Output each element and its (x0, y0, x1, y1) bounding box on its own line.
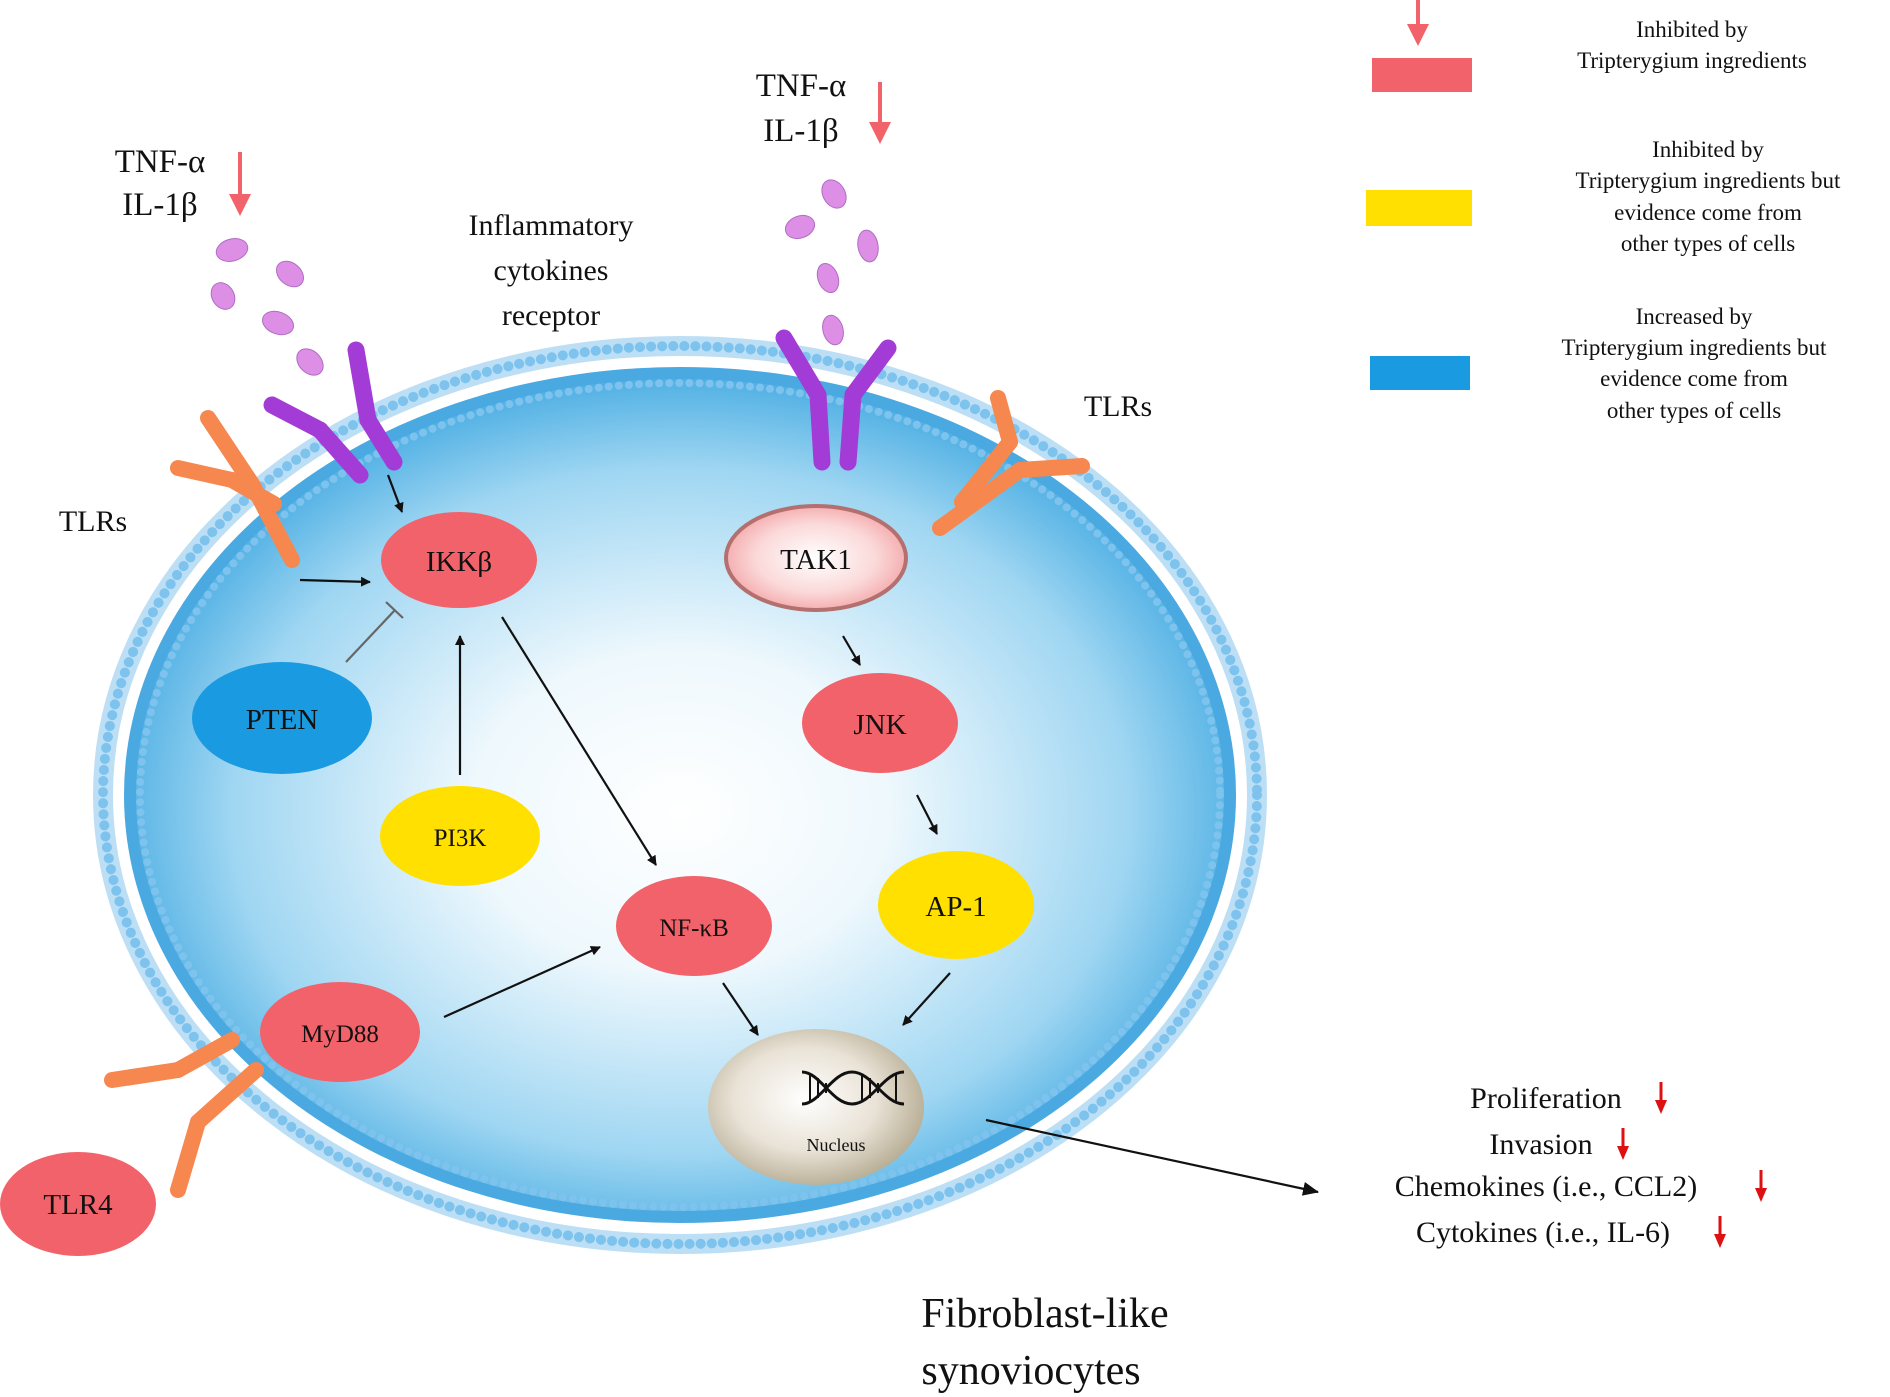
ligand-left-line1: TNF-α (115, 144, 206, 180)
arrow-receptor-ikkb (386, 474, 404, 513)
legend-yellow-line2: Tripterygium ingredients but (1576, 168, 1842, 193)
tlr-receptor-left (170, 410, 300, 568)
node-ap1: AP-1 (878, 851, 1034, 959)
membrane-beads-outer (98, 341, 1262, 1249)
cell-type-line1: Fibroblast-like (921, 1291, 1168, 1337)
node-myd88-label: MyD88 (301, 1021, 379, 1048)
legend-swatch-inhibited-other (1366, 190, 1472, 226)
node-nfkb-label: NF-κB (659, 915, 729, 942)
node-ap1-label: AP-1 (925, 891, 986, 923)
legend-swatch-increased (1370, 356, 1470, 390)
node-pi3k-label: PI3K (434, 825, 487, 852)
membrane-beads-inner (136, 379, 1224, 1211)
cytokine-receptor-right (775, 329, 897, 471)
receptor-label-line2: cytokines (494, 254, 609, 287)
nucleus: Nucleus (708, 1029, 924, 1185)
ligand-right-line2: IL-1β (763, 113, 838, 149)
tlrs-label-right: TLRs (1084, 390, 1152, 423)
arrow-tlr-ikkb (299, 576, 371, 587)
tlrs-label-left: TLRs (59, 505, 127, 538)
node-pten-label: PTEN (246, 704, 319, 736)
ligand-label-left: TNF-α IL-1β (115, 144, 251, 223)
cell (93, 336, 1267, 1254)
ligand-right-line1: TNF-α (756, 68, 847, 104)
cytokine-particles-left (210, 238, 324, 376)
receptor-label: Inflammatory cytokines receptor (469, 209, 634, 332)
legend-blue-line3: evidence come from (1600, 366, 1788, 391)
down-arrow-icon (1617, 1082, 1767, 1248)
cytokine-particles-right (784, 179, 879, 346)
down-arrow-icon (229, 152, 251, 216)
node-tlr4: TLR4 (0, 1152, 156, 1256)
outcome-cytokines: Cytokines (i.e., IL-6) (1416, 1216, 1670, 1249)
tlr-receptor-right (932, 390, 1090, 536)
outcome-invasion: Invasion (1489, 1128, 1592, 1161)
arrow-nfkb-nucleus (722, 982, 759, 1036)
node-myd88: MyD88 (260, 982, 420, 1082)
arrow-myd88-nfkb (443, 945, 601, 1019)
legend-down-arrow-icon (1407, 0, 1429, 46)
nucleus-label: Nucleus (807, 1135, 866, 1155)
legend-red-line2: Tripterygium ingredients (1577, 48, 1807, 73)
down-arrow-icon (869, 82, 891, 144)
cytokine-receptor-left (263, 341, 403, 484)
inhibition-pten-ikkb (345, 601, 404, 663)
legend-blue-line4: other types of cells (1607, 398, 1781, 423)
legend-red-line1: Inhibited by (1636, 17, 1748, 42)
legend-blue-line1: Increased by (1636, 304, 1753, 329)
node-tak1: TAK1 (724, 504, 908, 612)
legend-yellow-line3: evidence come from (1614, 200, 1802, 225)
node-tlr4-label: TLR4 (43, 1189, 113, 1221)
arrow-ap1-nucleus (902, 972, 951, 1026)
node-jnk-label: JNK (853, 709, 906, 741)
receptor-label-line3: receptor (502, 299, 600, 332)
legend-yellow-line1: Inhibited by (1652, 137, 1764, 162)
outcomes: Proliferation Invasion Chemokines (i.e.,… (1395, 1082, 1767, 1249)
tlr4-receptor (104, 1032, 264, 1198)
node-tak1-label: TAK1 (780, 544, 852, 576)
outcome-chemokines: Chemokines (i.e., CCL2) (1395, 1170, 1697, 1203)
ligand-label-right: TNF-α IL-1β (756, 68, 891, 149)
arrow-jnk-ap1 (916, 794, 938, 835)
pathway-arrows (299, 474, 1319, 1196)
arrow-ikkb-nfkb (501, 616, 657, 866)
dna-icon (801, 1070, 905, 1106)
arrow-nucleus-outcomes (985, 1118, 1319, 1196)
cell-type-label: Fibroblast-like synoviocytes (921, 1291, 1168, 1394)
arrow-tak1-jnk (842, 635, 861, 666)
node-nfkb: NF-κB (616, 876, 772, 976)
node-ikkb: IKKβ (381, 512, 537, 608)
ligand-left-line2: IL-1β (122, 187, 197, 223)
receptor-label-line1: Inflammatory (469, 209, 634, 242)
cell-type-line2: synoviocytes (921, 1348, 1140, 1394)
legend: Inhibited by Tripterygium ingredients In… (1366, 0, 1841, 423)
legend-blue-line2: Tripterygium ingredients but (1562, 335, 1828, 360)
outcome-proliferation: Proliferation (1470, 1082, 1622, 1115)
node-ikkb-label: IKKβ (426, 546, 492, 578)
legend-swatch-inhibited (1372, 58, 1472, 92)
node-pten: PTEN (192, 662, 372, 774)
node-jnk: JNK (802, 673, 958, 773)
node-pi3k: PI3K (380, 786, 540, 886)
legend-yellow-line4: other types of cells (1621, 231, 1795, 256)
